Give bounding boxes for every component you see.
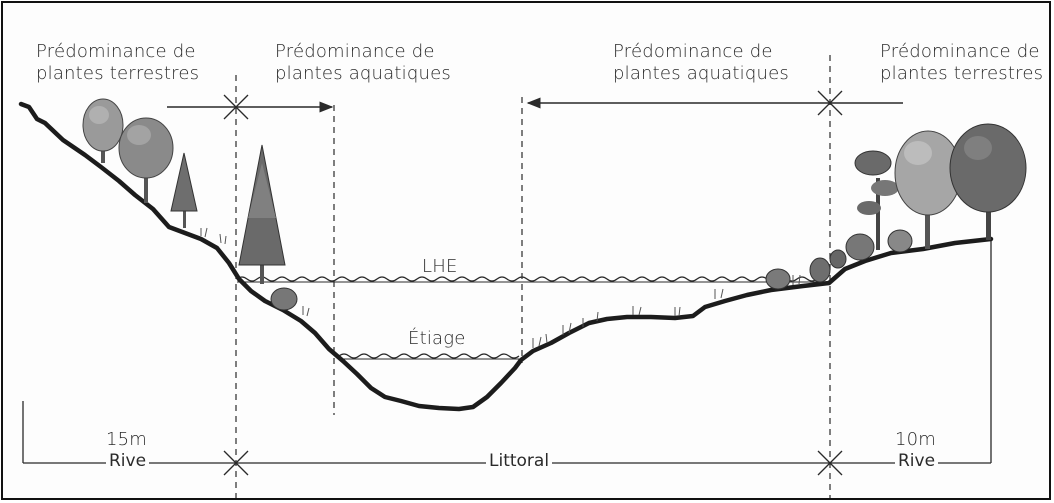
high-water-label: LHE bbox=[422, 256, 458, 277]
shrub-icon bbox=[829, 229, 913, 269]
left-width-label: 15m bbox=[106, 429, 148, 450]
left-aquatic-line2: plantes aquatiques bbox=[275, 63, 451, 84]
cross-marker-icon bbox=[223, 94, 249, 120]
right-aquatic-line2: plantes aquatiques bbox=[613, 63, 789, 84]
littoral-label: Littoral bbox=[486, 451, 553, 471]
right-terrestrial-label: Prédominance de plantes terrestres bbox=[880, 41, 1043, 85]
left-terrestrial-label: Prédominance de plantes terrestres bbox=[36, 41, 199, 85]
deciduous-tree-icon bbox=[82, 98, 124, 163]
deciduous-tree-icon bbox=[894, 130, 962, 249]
aquatic-plant-icon bbox=[532, 274, 801, 348]
conifer-tree-icon bbox=[238, 144, 286, 284]
shrub-icon bbox=[270, 287, 298, 311]
aquatic-plant-icon bbox=[200, 227, 310, 317]
deciduous-tree-icon bbox=[118, 117, 174, 203]
conifer-tree-icon bbox=[854, 150, 899, 250]
right-terrestrial-line2: plantes terrestres bbox=[880, 63, 1044, 84]
low-water-level-line bbox=[338, 353, 520, 359]
shrub-icon bbox=[765, 257, 831, 290]
riverbed-profile bbox=[18, 101, 994, 412]
left-terrestrial-line1: Prédominance de bbox=[36, 41, 196, 62]
high-water-level-line bbox=[236, 276, 828, 282]
right-aquatic-line1: Prédominance de bbox=[613, 41, 773, 62]
left-terrestrial-line2: plantes terrestres bbox=[36, 63, 200, 84]
conifer-tree-icon bbox=[170, 152, 198, 228]
deciduous-tree-icon bbox=[949, 123, 1027, 240]
low-water-label: Étiage bbox=[408, 328, 466, 349]
left-aquatic-label: Prédominance de plantes aquatiques bbox=[275, 41, 451, 85]
right-terrestrial-line1: Prédominance de bbox=[880, 41, 1040, 62]
left-bank-label: Rive bbox=[106, 451, 150, 471]
right-aquatic-label: Prédominance de plantes aquatiques bbox=[613, 41, 789, 85]
right-bank-label: Rive bbox=[895, 451, 939, 471]
right-width-label: 10m bbox=[895, 429, 937, 450]
left-aquatic-line1: Prédominance de bbox=[275, 41, 435, 62]
cross-marker-icon bbox=[817, 90, 843, 116]
